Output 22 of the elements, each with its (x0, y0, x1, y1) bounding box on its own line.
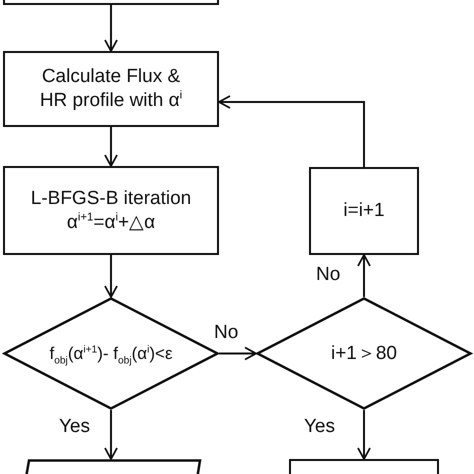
process-box (309, 167, 419, 255)
arrow (218, 95, 365, 167)
arrow (357, 410, 371, 460)
step-text: L-BFGS-B iteration (30, 186, 192, 210)
step-text: Calculate Flux & HR profile with α$^{i}$ (38, 65, 184, 113)
process-box (3, 166, 219, 255)
arrow (104, 410, 118, 460)
edge-label: No (214, 322, 238, 344)
arrow (357, 254, 371, 297)
condition-text: f$_{obj}$(α$^{i+1}$)- f$_{obj}$(α$^{i}$)<ε (49, 342, 173, 364)
arrow (104, 127, 118, 167)
edge-label: No (316, 264, 340, 286)
step-text: i=i+1 (343, 199, 385, 223)
step-text: α$^{i+1}$=α$^{i}$+△α (66, 210, 156, 234)
edge-label: Yes (59, 416, 90, 438)
arrow (104, 5, 118, 52)
process-box (3, 51, 219, 127)
edge-label: Yes (304, 416, 335, 438)
decision-diamond (256, 297, 472, 410)
condition-text: i+1＞80 (330, 342, 398, 366)
arrow (219, 346, 257, 360)
arrow (104, 255, 118, 298)
